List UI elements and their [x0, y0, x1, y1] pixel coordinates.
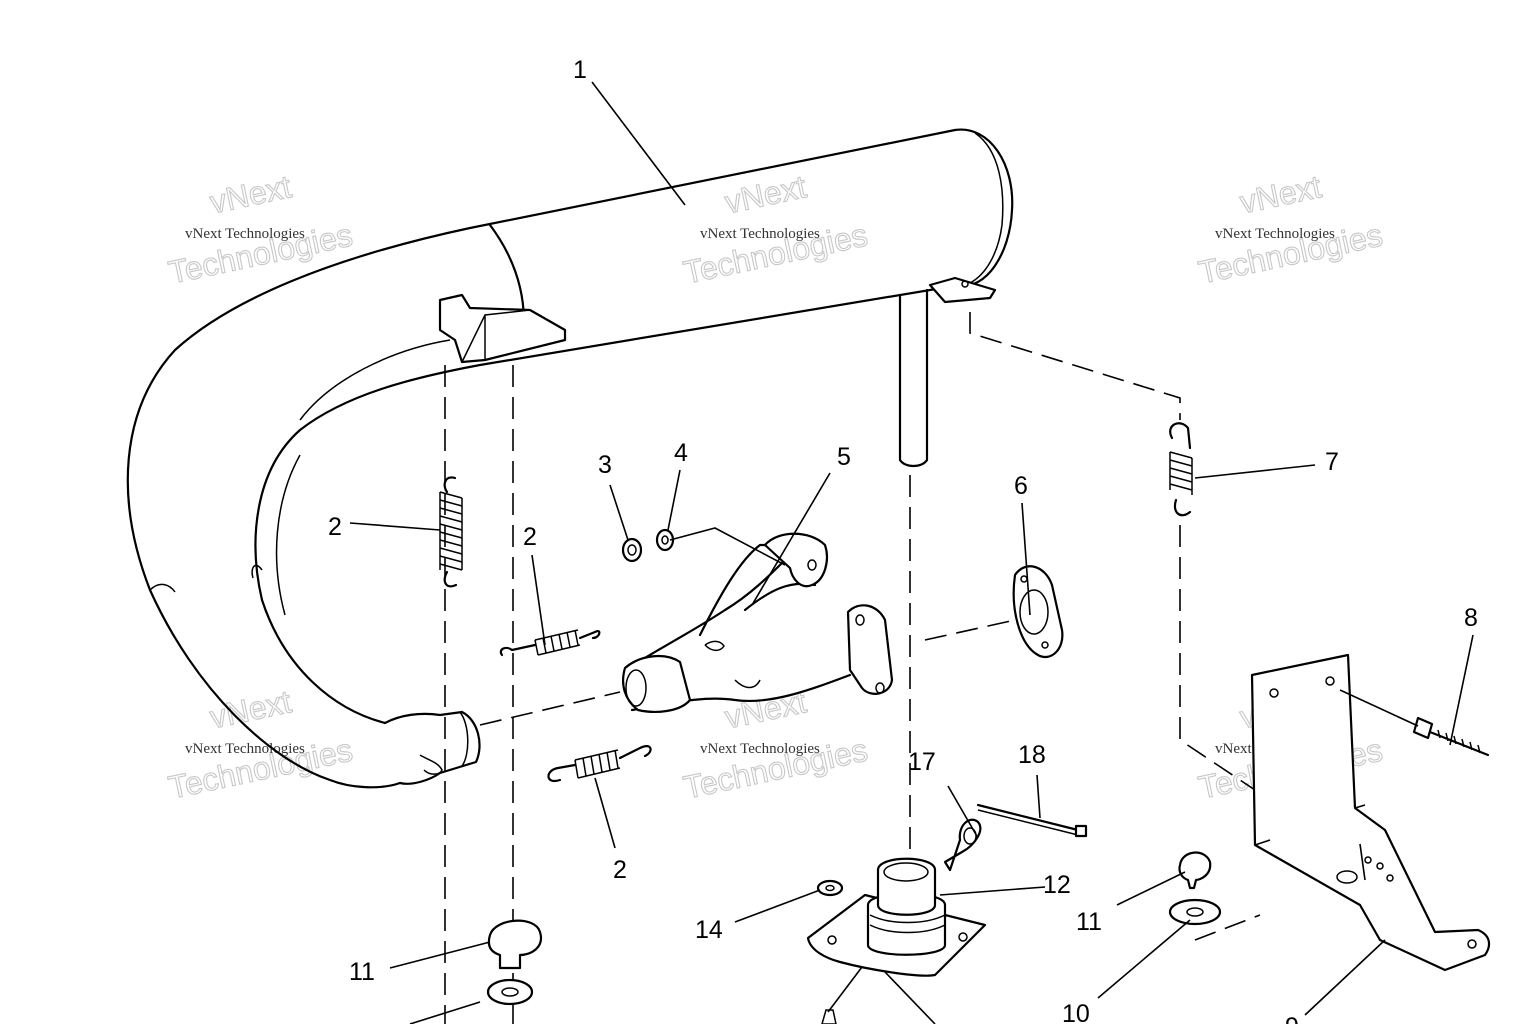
watermark-small: vNext Technologies: [1215, 226, 1335, 242]
watermark-small: vNext Technologies: [185, 741, 305, 757]
watermark-3: vNext vNext Technologies Technologies: [1195, 168, 1386, 291]
watermark-5: vNext vNext Technologies Technologies: [680, 683, 871, 806]
watermark-top: vNext: [207, 168, 295, 220]
grommet-right: [1178, 851, 1212, 890]
watermark-small: vNext Technologies: [185, 226, 305, 242]
callout-7: 7: [1325, 448, 1339, 476]
watermark-4: vNext vNext Technologies Technologies: [165, 683, 356, 806]
watermark-top: vNext: [1237, 168, 1325, 220]
callout-11a: 11: [349, 958, 375, 986]
y-pipe: [621, 532, 894, 713]
spring-right: [1169, 422, 1193, 517]
watermark-top: vNext: [207, 683, 295, 735]
callout-5: 5: [837, 443, 851, 471]
callout-8: 8: [1464, 604, 1478, 632]
callout-2b: 2: [523, 523, 537, 551]
washer-14: [816, 879, 844, 897]
callout-2a: 2: [328, 513, 342, 541]
nut: [621, 537, 643, 563]
callout-3: 3: [598, 451, 612, 479]
spring-lower: [547, 745, 652, 783]
callout-4: 4: [674, 439, 688, 467]
watermark-group: vNext vNext Technologies Technologies vN…: [165, 168, 1386, 806]
mounting-bracket: [1250, 653, 1491, 972]
callout-18: 18: [1018, 741, 1046, 769]
watermark-small: vNext Technologies: [700, 226, 820, 242]
callout-labels: 1 2 2 2 3 4 5 6 7 8 9 10 11 11 12 14 17 …: [328, 56, 1478, 1029]
leader-lines: [349, 81, 1474, 1025]
callout-11b: 11: [1076, 908, 1102, 936]
watermark-top: vNext: [722, 683, 810, 735]
watermark-top: vNext: [722, 168, 810, 220]
grommet-left: [486, 919, 543, 1006]
callout-17: 17: [908, 748, 936, 776]
cable-tie: [976, 803, 1088, 838]
callout-2c: 2: [613, 856, 627, 884]
callout-14: 14: [695, 916, 723, 944]
spring-middle: [499, 629, 601, 657]
clamp: [943, 818, 982, 872]
watermark-2: vNext vNext Technologies Technologies: [680, 168, 871, 291]
callout-12: 12: [1043, 871, 1071, 899]
watermark-small: vNext Technologies: [700, 741, 820, 757]
muffler-assembly: [126, 128, 1014, 789]
callout-10: 10: [1062, 1000, 1090, 1024]
washer-10: [1168, 898, 1222, 926]
gasket: [1012, 565, 1064, 658]
callout-6: 6: [1014, 472, 1028, 500]
spring-left-vertical: [439, 476, 463, 588]
watermark-1: vNext vNext Technologies Technologies: [165, 168, 356, 291]
bolt: [1412, 716, 1490, 757]
isolator-mount: [806, 857, 987, 1025]
assembly-guide-lines: [444, 312, 1271, 1024]
callout-1: 1: [573, 56, 587, 84]
callout-9: 9: [1285, 1013, 1299, 1024]
